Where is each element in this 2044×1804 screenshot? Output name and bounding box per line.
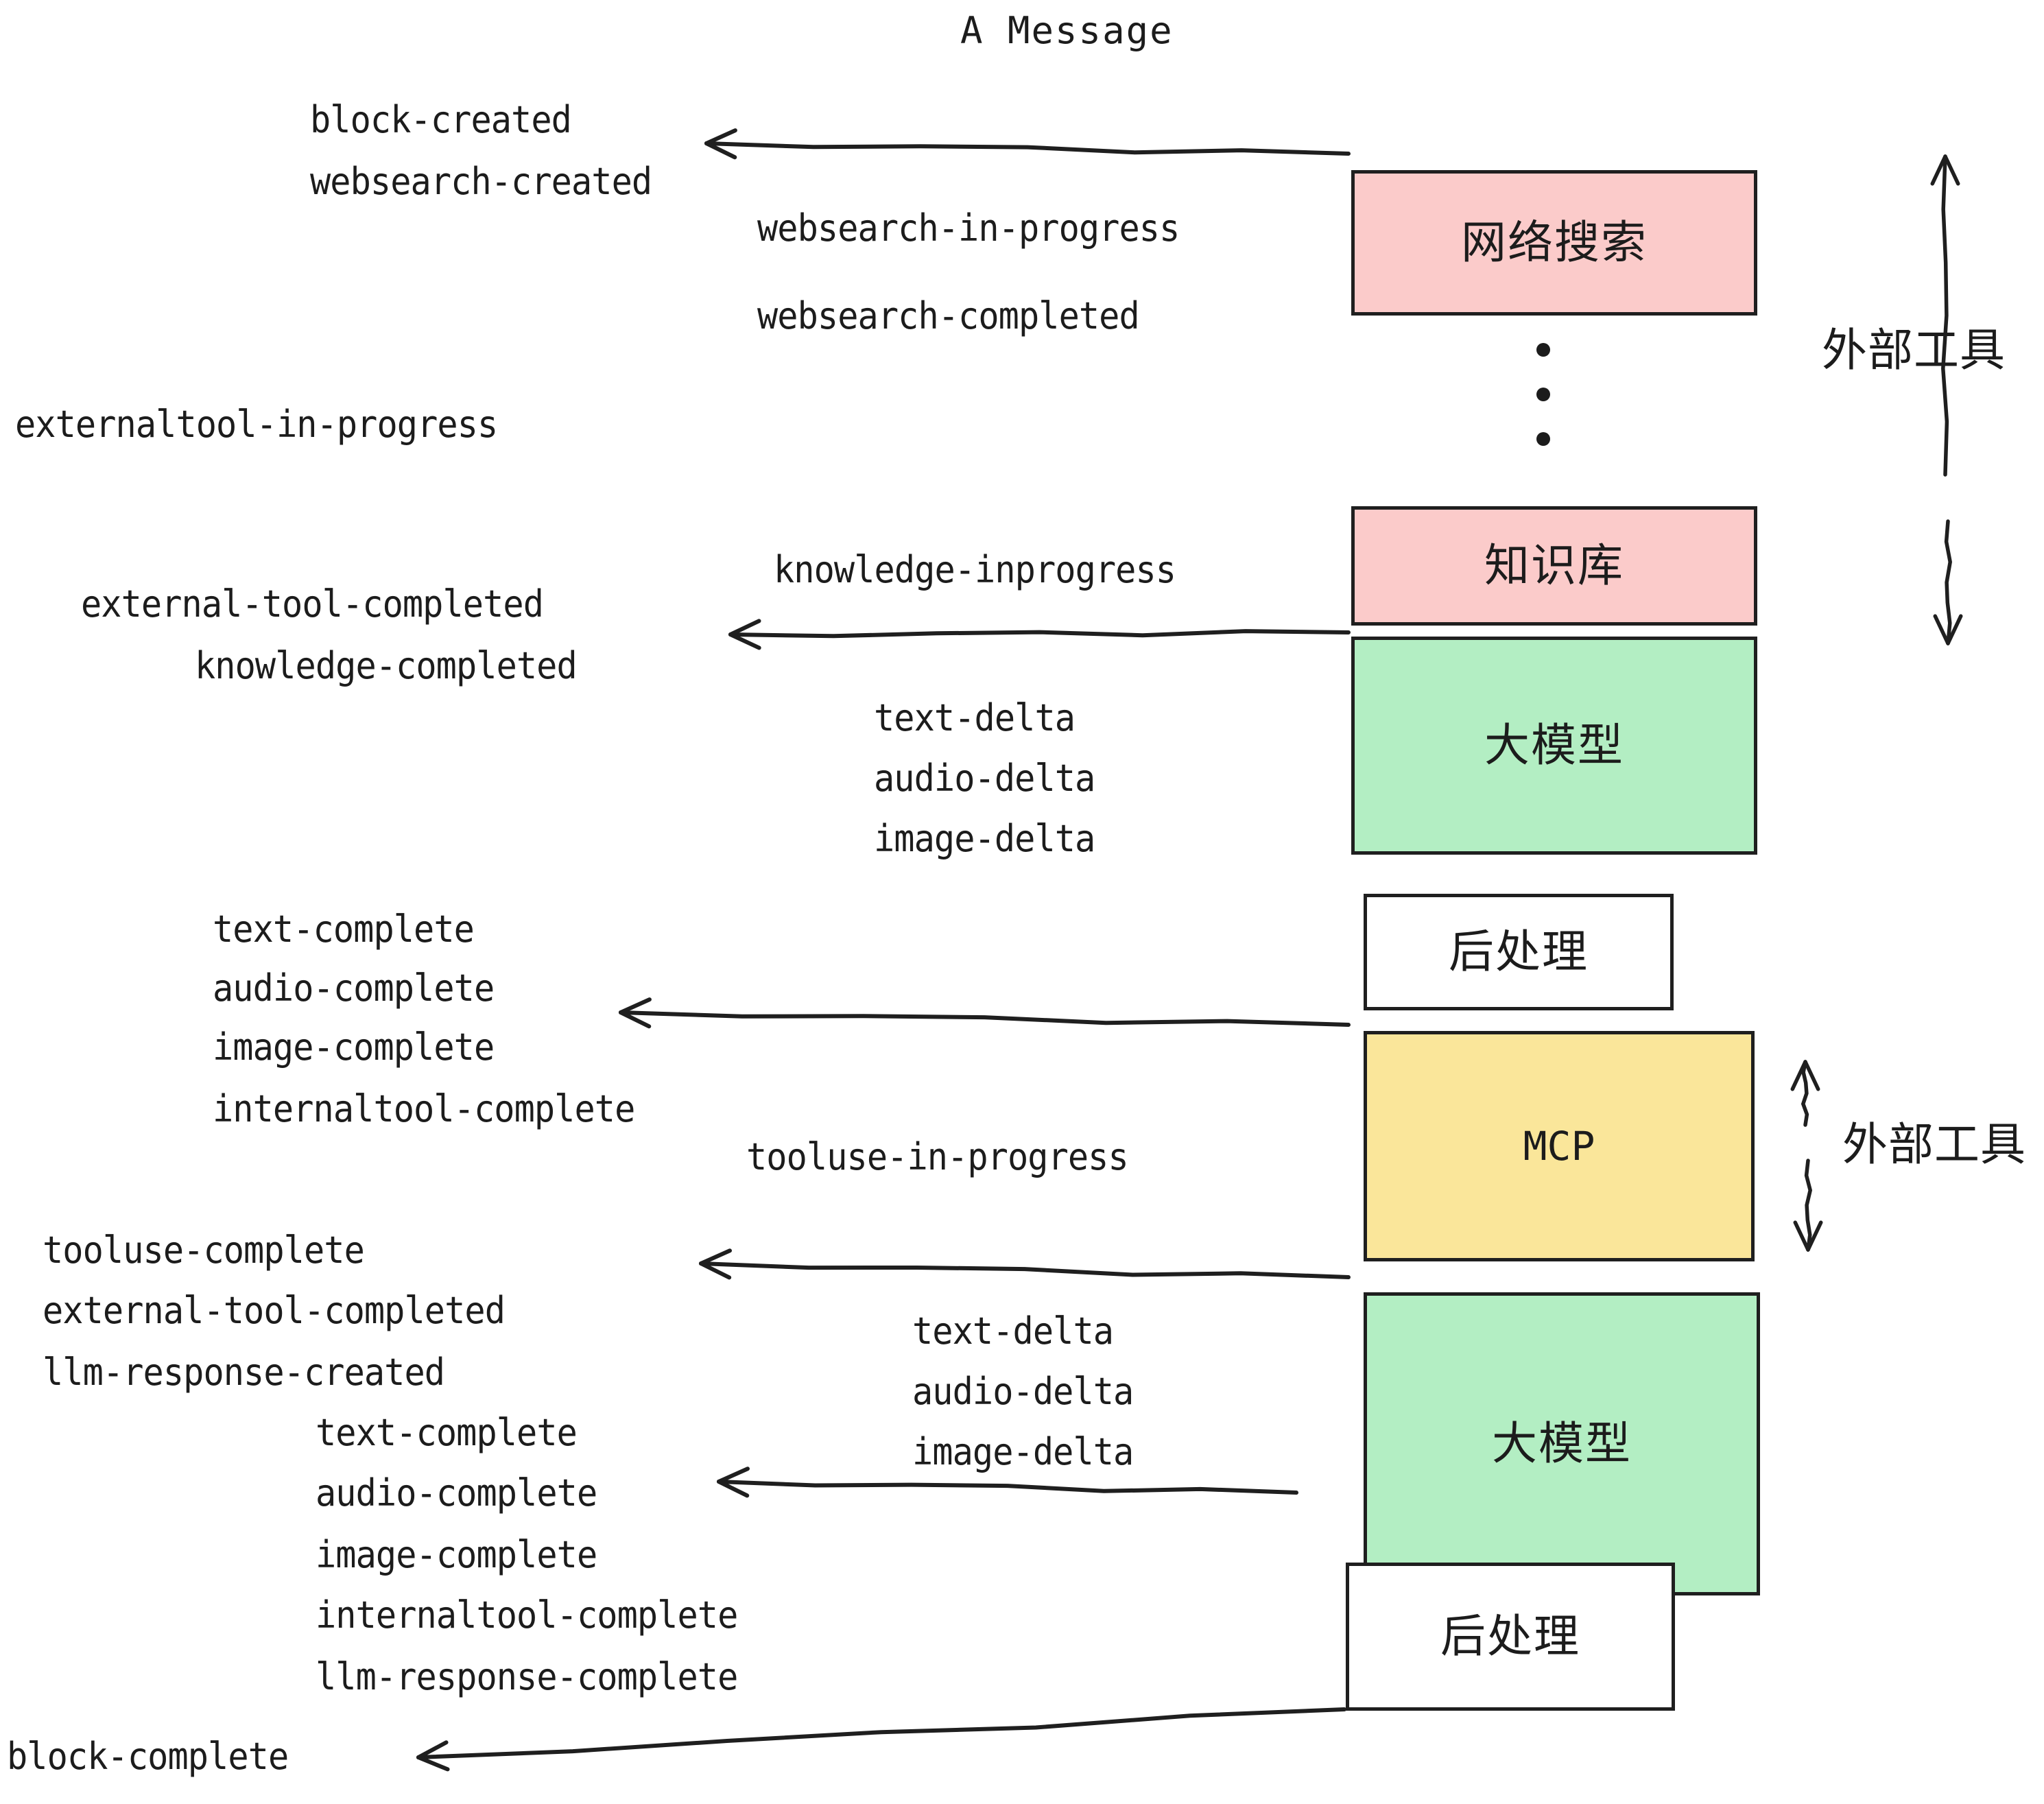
ellipsis-dot <box>1536 388 1550 401</box>
event-label-audio-complete-1: audio-complete <box>213 966 495 1010</box>
event-label-knowledge-completed: knowledge-completed <box>195 644 578 687</box>
event-label-block-created: block-created <box>310 98 572 141</box>
flow-arrow-llm-to-left <box>699 1248 1351 1280</box>
node-mcp[interactable]: MCP <box>1364 1031 1755 1261</box>
node-label-knowledge: 知识库 <box>1484 539 1624 592</box>
event-label-websearch-in-progress: websearch-in-progress <box>757 206 1180 250</box>
event-label-internaltool-complete-1: internaltool-complete <box>213 1087 635 1130</box>
event-label-text-complete-1: text-complete <box>213 907 475 951</box>
event-label-text-delta-2: text-delta <box>912 1309 1114 1353</box>
scope-external-tool-scope-down-1 <box>1933 519 1963 645</box>
event-label-image-complete-1: image-complete <box>213 1025 495 1069</box>
event-label-llm-response-created: llm-response-created <box>43 1351 445 1394</box>
event-label-text-delta-1: text-delta <box>874 696 1076 739</box>
node-post-top[interactable]: 后处理 <box>1364 894 1674 1010</box>
event-label-audio-delta-1: audio-delta <box>874 757 1095 800</box>
label-external-tools-top: 外部工具 <box>1822 324 2006 377</box>
diagram-title: A Message <box>960 9 1174 52</box>
node-llm-bottom[interactable]: 大模型 <box>1364 1292 1760 1595</box>
event-label-knowledge-inprogress: knowledge-inprogress <box>774 548 1176 591</box>
label-external-tools-bottom: 外部工具 <box>1842 1118 2026 1171</box>
node-label-post-bottom: 后处理 <box>1440 1610 1580 1663</box>
event-label-websearch-completed: websearch-completed <box>757 294 1140 337</box>
event-label-image-delta-1: image-delta <box>874 817 1095 860</box>
flow-arrow-post-to-left <box>416 1707 1346 1772</box>
node-knowledge[interactable]: 知识库 <box>1351 506 1757 626</box>
node-label-mcp: MCP <box>1523 1123 1595 1170</box>
event-label-internaltool-complete-2: internaltool-complete <box>316 1593 738 1637</box>
event-label-audio-complete-2: audio-complete <box>316 1471 597 1515</box>
node-label-post-top: 后处理 <box>1449 925 1589 978</box>
event-label-external-tool-completed-1: external-tool-completed <box>81 582 544 626</box>
ellipsis-dot <box>1536 343 1550 357</box>
event-label-llm-response-complete: llm-response-complete <box>316 1655 738 1698</box>
vertical-ellipsis-icon <box>1536 343 1550 446</box>
event-label-websearch-created: websearch-created <box>310 160 652 203</box>
event-label-tooluse-complete: tooluse-complete <box>43 1229 365 1272</box>
scope-external-tool-scope-up-2 <box>1790 1060 1820 1127</box>
scope-external-tool-scope-down-2 <box>1793 1159 1823 1252</box>
flow-arrow-websearch-to-left <box>704 128 1351 160</box>
event-label-externaltool-in-progress: externaltool-in-progress <box>15 403 498 446</box>
scope-external-tool-scope-up-1 <box>1930 154 1960 477</box>
node-llm-top[interactable]: 大模型 <box>1351 637 1757 855</box>
event-label-image-complete-2: image-complete <box>316 1533 597 1576</box>
event-label-text-complete-2: text-complete <box>316 1411 578 1454</box>
flow-arrow-knowledge-to-left <box>728 619 1351 650</box>
node-post-bottom[interactable]: 后处理 <box>1346 1563 1675 1711</box>
flow-arrow-mcp-to-left <box>619 997 1351 1029</box>
node-label-llm-bottom: 大模型 <box>1492 1417 1632 1470</box>
event-label-external-tool-completed-2: external-tool-completed <box>43 1289 506 1332</box>
event-label-image-delta-2: image-delta <box>912 1430 1134 1473</box>
ellipsis-dot <box>1536 432 1550 446</box>
event-label-audio-delta-2: audio-delta <box>912 1370 1134 1413</box>
node-label-llm-top: 大模型 <box>1484 719 1624 772</box>
event-label-block-complete: block-complete <box>7 1735 289 1778</box>
node-websearch[interactable]: 网络搜索 <box>1351 170 1757 316</box>
event-label-tooluse-in-progress: tooluse-in-progress <box>746 1135 1129 1178</box>
node-label-websearch: 网络搜索 <box>1461 216 1648 269</box>
